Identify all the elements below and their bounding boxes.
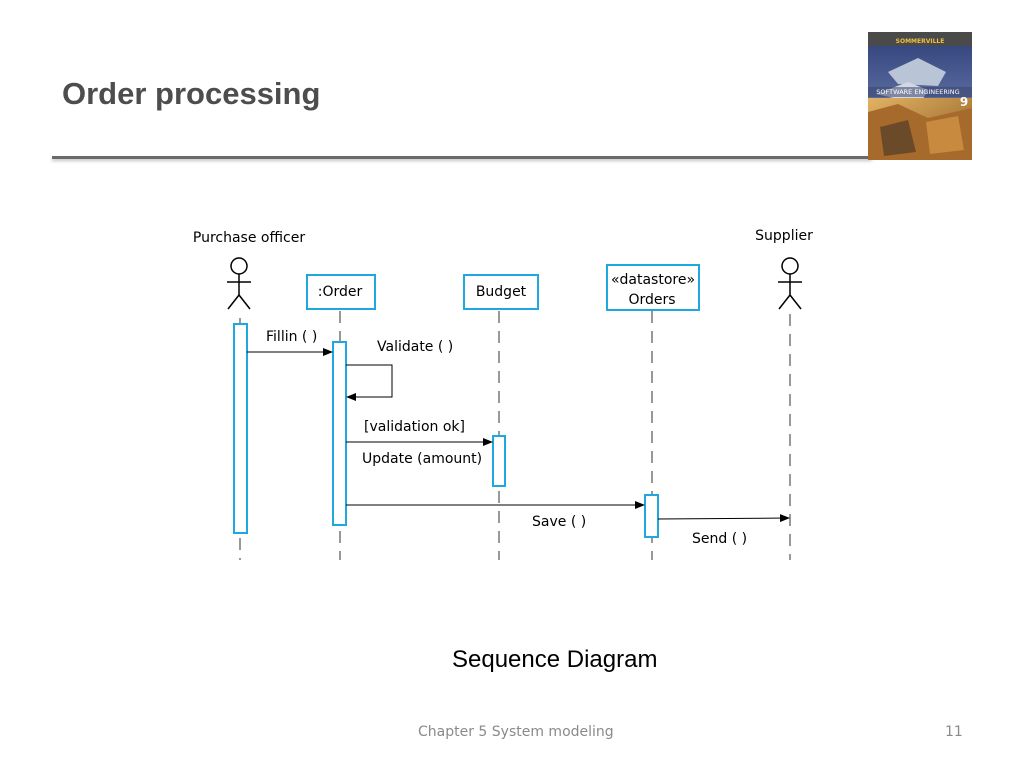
message-validate-label: Validate ( ) xyxy=(377,339,453,355)
activation-orders xyxy=(644,494,659,538)
lifeline-order-box: :Order xyxy=(306,274,376,310)
book-cover-edition: 9 xyxy=(960,95,968,109)
footer-chapter: Chapter 5 System modeling xyxy=(418,724,614,740)
lifeline-budget-box: Budget xyxy=(463,274,539,310)
book-cover-image: SOMMERVILLE SOFTWARE ENGINEERING 9 xyxy=(868,32,972,160)
message-guard-label: [validation ok] xyxy=(364,419,465,435)
activation-purchase-officer xyxy=(233,323,248,534)
lifeline-orders-stereotype: «datastore» xyxy=(611,272,695,288)
lifeline-orders-label: Orders xyxy=(628,292,675,308)
activation-order xyxy=(332,341,347,526)
title-divider xyxy=(52,156,872,159)
lifeline-dashes xyxy=(239,311,791,560)
message-save-label: Save ( ) xyxy=(532,514,586,530)
footer-page-number: 11 xyxy=(945,724,963,740)
book-cover-title: SOFTWARE ENGINEERING xyxy=(876,88,959,96)
lifeline-budget-label: Budget xyxy=(476,284,527,300)
message-update-label: Update (amount) xyxy=(362,451,482,467)
message-validate-self-arrow xyxy=(346,364,393,401)
book-cover-author: SOMMERVILLE xyxy=(896,38,945,45)
slide-title: Order processing xyxy=(62,76,321,111)
actor-purchase-officer: Purchase officer xyxy=(193,230,305,310)
actor-supplier-label: Supplier xyxy=(755,228,813,244)
message-fillin-label: Fillin ( ) xyxy=(266,329,317,345)
actor-supplier: Supplier xyxy=(755,228,813,310)
lifeline-orders-box: «datastore» Orders xyxy=(606,264,700,311)
diagram-caption: Sequence Diagram xyxy=(452,646,658,673)
message-send-arrow xyxy=(657,514,790,523)
activation-budget xyxy=(492,435,506,487)
actor-purchase-officer-label: Purchase officer xyxy=(193,230,305,246)
message-send-label: Send ( ) xyxy=(692,531,747,547)
lifeline-order-label: :Order xyxy=(318,284,363,300)
